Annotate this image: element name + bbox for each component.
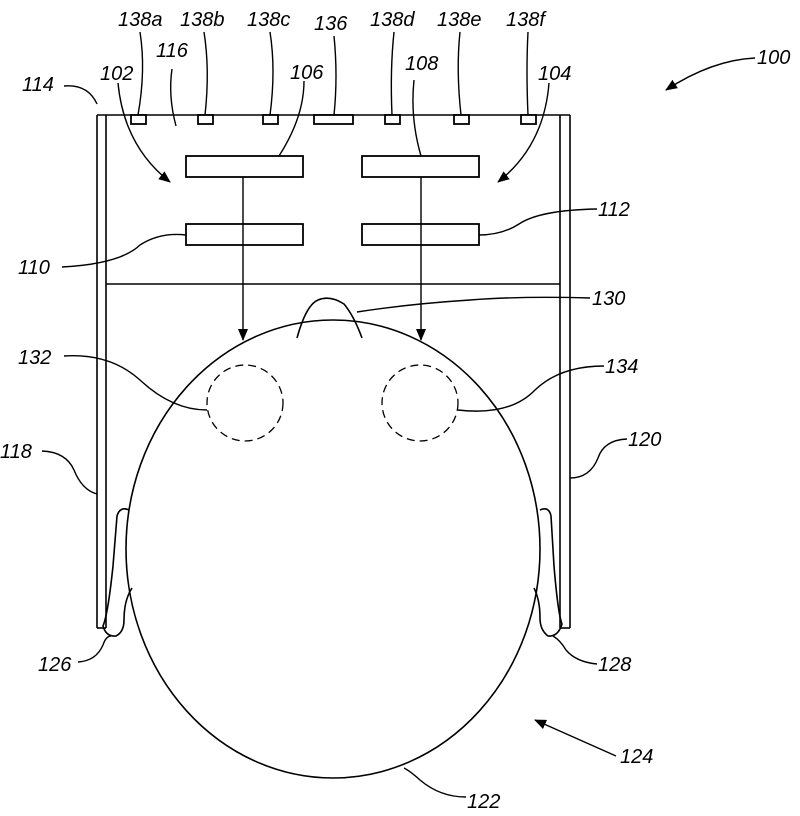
- leader-120: [569, 438, 628, 479]
- leader-114: [63, 85, 98, 105]
- label-130: 130: [592, 288, 625, 310]
- sensor-138c: [262, 114, 279, 125]
- label-124: 124: [620, 746, 653, 768]
- leader-134: [457, 365, 605, 412]
- leader-102: [117, 82, 171, 183]
- leader-126: [77, 635, 112, 663]
- eye-right-134: [381, 364, 459, 442]
- label-138b: 138b: [180, 9, 225, 31]
- label-110: 110: [18, 257, 50, 279]
- eye-left-132: [206, 364, 284, 442]
- lens-110: [185, 223, 304, 246]
- leader-lines: [41, 31, 756, 798]
- leader-138e: [457, 31, 462, 116]
- sensor-138d: [384, 114, 401, 125]
- leader-122: [403, 767, 467, 798]
- label-138d: 138d: [370, 9, 415, 31]
- nose-130: [296, 297, 363, 339]
- leader-118: [41, 450, 98, 495]
- display-106: [185, 155, 304, 178]
- reference-labels: 100 102 104 106 108 110 112 114 116 118 …: [0, 9, 790, 813]
- label-132: 132: [18, 347, 51, 369]
- user-head: [102, 297, 563, 779]
- sensor-138a: [130, 114, 147, 125]
- sensor-138b: [197, 114, 214, 125]
- head-outline: [125, 319, 541, 779]
- leader-106: [278, 80, 305, 157]
- leader-138f: [526, 31, 529, 116]
- label-120: 120: [628, 429, 661, 451]
- label-138a: 138a: [118, 9, 163, 31]
- headset-frame: [96, 114, 571, 629]
- sensor-138e: [453, 114, 470, 125]
- optics: [185, 155, 480, 341]
- label-138f: 138f: [506, 9, 547, 31]
- label-100: 100: [757, 47, 790, 69]
- label-138e: 138e: [437, 9, 482, 31]
- leader-138c: [269, 31, 274, 116]
- leader-138d: [390, 31, 395, 116]
- label-134: 134: [605, 356, 638, 378]
- sensor-136: [313, 114, 354, 125]
- label-136: 136: [314, 13, 348, 35]
- leader-104: [497, 82, 550, 183]
- leader-130: [356, 296, 591, 313]
- label-106: 106: [290, 62, 324, 84]
- sensor-array: [130, 114, 537, 125]
- label-112: 112: [598, 199, 630, 221]
- label-126: 126: [38, 654, 72, 676]
- leader-132: [63, 355, 208, 411]
- label-108: 108: [405, 53, 438, 75]
- leader-136: [333, 35, 337, 116]
- leader-138b: [203, 31, 208, 116]
- label-102: 102: [100, 63, 133, 85]
- display-108: [361, 155, 480, 178]
- leader-116: [169, 68, 177, 127]
- label-114: 114: [22, 74, 54, 96]
- label-122: 122: [467, 791, 500, 813]
- leader-124: [534, 719, 617, 757]
- leader-100: [665, 57, 756, 91]
- label-118: 118: [0, 441, 32, 463]
- leader-112: [478, 208, 598, 236]
- sensor-138f: [520, 114, 537, 125]
- ear-right-128: [533, 508, 563, 637]
- ear-left-126: [102, 508, 133, 637]
- label-128: 128: [598, 654, 631, 676]
- label-104: 104: [538, 63, 571, 85]
- leader-108: [412, 79, 422, 157]
- label-138c: 138c: [247, 9, 290, 31]
- leader-128: [552, 635, 598, 665]
- label-116: 116: [156, 40, 189, 62]
- leader-138a: [137, 31, 144, 116]
- leader-110: [61, 233, 187, 268]
